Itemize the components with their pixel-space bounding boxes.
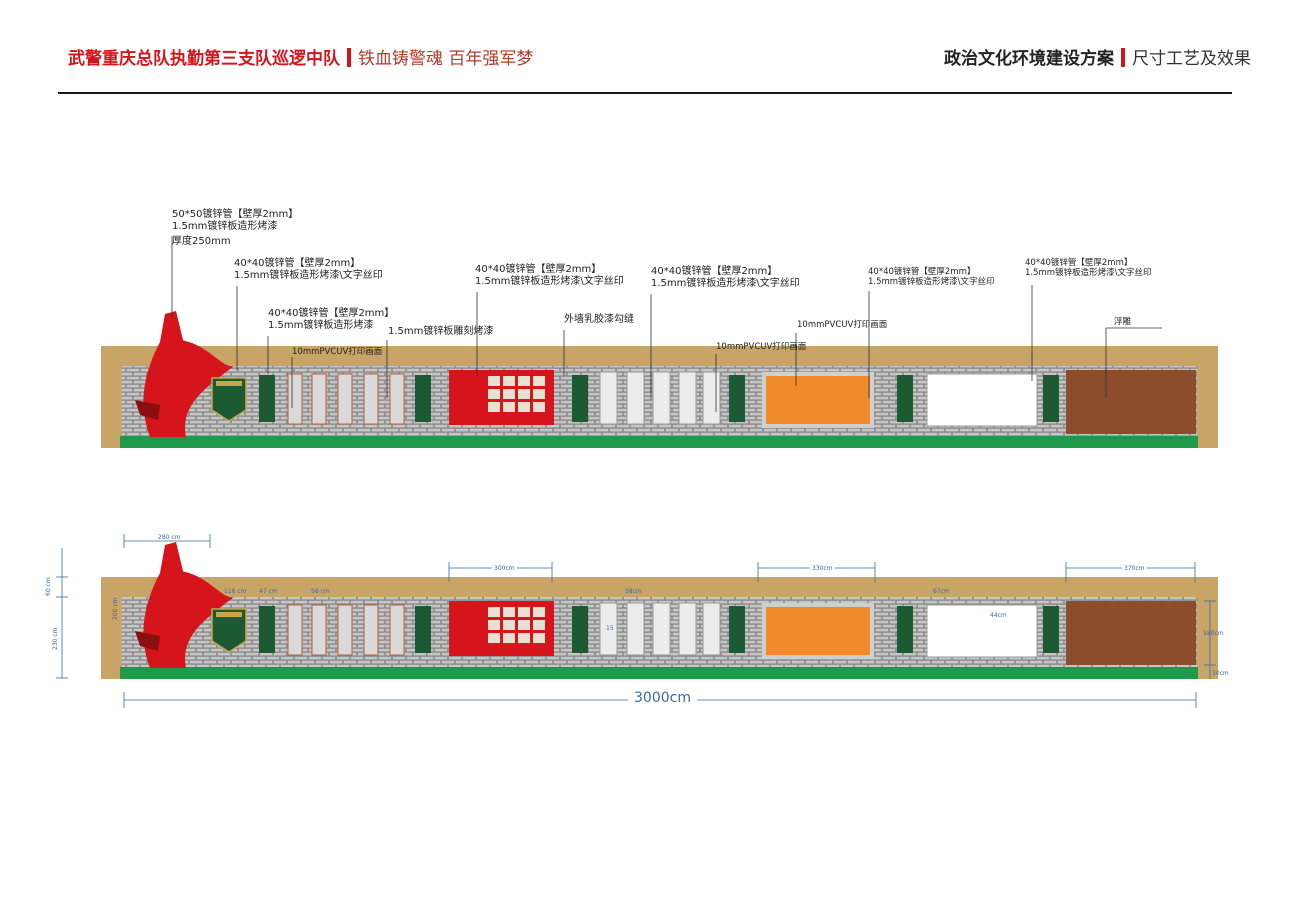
dim-15: 15 [606,625,614,632]
header-left: 武警重庆总队执勤第三支队巡逻中队铁血铸警魂 百年强军梦 [68,46,533,72]
annotation-text: 1.5mm镀锌板造形烤漆\文字丝印 [475,276,624,287]
dim-200: 200 cm [112,597,119,620]
annotation-text: 1.5mm镀锌板造形烤漆 [268,320,374,331]
banner [1043,375,1059,422]
leader-lines [171,236,1162,412]
dim-116: 116 cm [224,588,247,595]
dim-44: 44cm [990,612,1007,619]
annotation-text: 40*40镀锌管【壁厚2mm】 [651,266,778,277]
header-right: 政治文化环境建设方案尺寸工艺及效果 [944,46,1251,72]
annotation-text: 厚度250mm [172,236,231,247]
annotation-print-3: 10mmPVCUV打印画面 [797,320,887,330]
annotation-white: 40*40镀锌管【壁厚2mm】 1.5mm镀锌板造形烤漆\文字丝印 [1025,258,1151,278]
annotation-relief: 浮雕 [1114,317,1131,327]
dim-280: 280 cm [158,534,181,541]
dim-30: 30cm [1212,670,1229,677]
header-rule [58,92,1232,94]
annotation-text: 1.5mm镀锌板造形烤漆\文字丝印 [651,278,800,289]
annotation-text: 40*40镀锌管【壁厚2mm】 [475,264,602,275]
dim-47: 47 cm [259,588,278,595]
annotation-text: 1.5mm镀锌板造形烤漆\文字丝印 [1025,268,1152,278]
banner [415,606,431,653]
dim-67: 67cm [933,588,950,595]
annotation-paint: 外墙乳胶漆勾缝 [564,314,634,326]
dim-60: 60 cm [45,577,52,596]
annotation-text: 10mmPVCUV打印画面 [797,320,888,330]
lower-elevation [101,542,1218,679]
dim-58: 58cm [625,588,642,595]
white-grid-panel [926,373,1038,427]
orange-panel [762,372,874,428]
header-subtitle: 尺寸工艺及效果 [1132,49,1251,69]
header-separator [347,48,351,67]
annotation-flag: 50*50镀锌管【壁厚2mm】 1.5mm镀锌板造形烤漆 厚度250mm [172,209,298,248]
annotation-orange: 40*40镀锌管【壁厚2mm】 1.5mm镀锌板造形烤漆\文字丝印 [868,267,994,287]
annotation-badge: 40*40镀锌管【壁厚2mm】 1.5mm镀锌板造形烤漆\文字丝印 [234,258,383,282]
annotation-print-2: 10mmPVCUV打印画面 [716,342,806,352]
dim-180: 180cm [1203,630,1224,637]
banner [415,375,431,422]
header-slogan: 铁血铸警魂 百年强军梦 [358,49,534,69]
annotation-text: 40*40镀锌管【壁厚2mm】 [268,308,395,319]
annotation-text: 50*50镀锌管【壁厚2mm】 [172,209,299,220]
dim-230: 230 cm [52,627,59,650]
flag-sculpture-icon [135,311,234,437]
annotation-text: 10mmPVCUV打印画面 [292,347,383,357]
annotation-text: 1.5mm镀锌板造形烤漆\文字丝印 [868,277,995,287]
banner [259,375,275,422]
annotation-text: 40*40镀锌管【壁厚2mm】 [1025,258,1133,268]
frame-panels-1 [287,373,405,425]
dim-370: 370cm [1122,565,1147,572]
relief-panel [1066,370,1196,434]
annotation-banner: 40*40镀锌管【壁厚2mm】 1.5mm镀锌板造形烤漆 [268,308,394,332]
header-title: 政治文化环境建设方案 [944,49,1114,69]
header-org: 武警重庆总队执勤第三支队巡逻中队 [68,49,340,69]
annotation-honor: 40*40镀锌管【壁厚2mm】 1.5mm镀锌板造形烤漆\文字丝印 [475,264,624,288]
flag-sculpture-icon [135,542,234,668]
dim-300: 300cm [492,565,517,572]
lawn-strip [120,667,1198,679]
shield-badge-icon [211,377,247,422]
honor-photos [488,607,545,643]
header-separator-right [1121,48,1125,67]
frame-panels-1 [287,604,405,656]
annotation-text: 1.5mm镀锌板造形烤漆\文字丝印 [234,270,383,281]
annotation-text: 1.5mm镀锌板造形烤漆 [172,221,278,232]
dim-total: 3000cm [628,690,697,706]
banner [897,606,913,653]
frame-panels-2 [599,602,721,656]
shield-badge-icon [211,608,247,653]
banner [729,606,745,653]
annotation-frames: 40*40镀锌管【壁厚2mm】 1.5mm镀锌板造形烤漆\文字丝印 [651,266,800,290]
annotation-print-1: 10mmPVCUV打印画面 [292,347,382,357]
annotation-text: 10mmPVCUV打印画面 [716,342,807,352]
dim-330: 330cm [810,565,835,572]
annotation-text: 40*40镀锌管【壁厚2mm】 [868,267,976,277]
banner [572,375,588,422]
banner [1043,606,1059,653]
honor-photos [488,376,545,412]
white-grid-panel [926,604,1038,658]
banner [729,375,745,422]
dim-56: 56 cm [311,588,330,595]
banner [259,606,275,653]
lawn-strip [120,436,1198,448]
banner [572,606,588,653]
annotation-text: 浮雕 [1114,317,1132,327]
annotation-text: 1.5mm镀锌板雕刻烤漆 [388,326,494,337]
annotation-text: 40*40镀锌管【壁厚2mm】 [234,258,361,269]
annotation-carve: 1.5mm镀锌板雕刻烤漆 [388,326,493,338]
annotation-text: 外墙乳胶漆勾缝 [564,314,634,325]
banner [897,375,913,422]
orange-panel [762,603,874,659]
relief-panel [1066,601,1196,665]
